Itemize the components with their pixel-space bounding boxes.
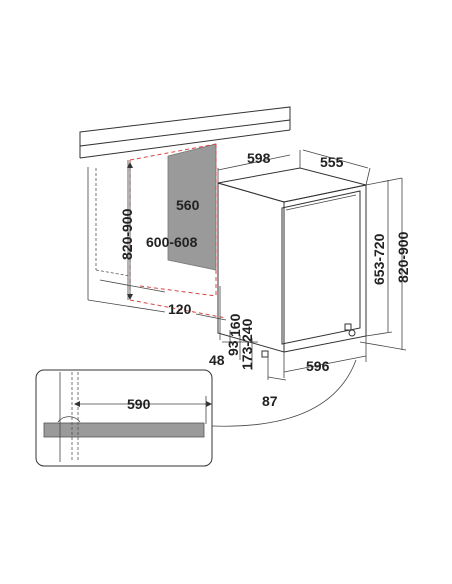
dim-door-height: 653-720	[371, 233, 387, 285]
dim-plinth-range: 173-240	[239, 318, 255, 370]
dim-detail-width: 590	[127, 396, 151, 412]
dim-top-depth: 555	[320, 154, 344, 170]
dim-plinth-48: 48	[209, 352, 225, 368]
dim-plinth-93: 93	[225, 340, 241, 356]
dim-niche-width: 600-608	[146, 234, 198, 250]
adjust-screw	[348, 329, 356, 337]
dishwasher-door	[281, 190, 361, 345]
adjacent-cabinet	[87, 160, 166, 313]
dim-bottom-width: 596	[306, 358, 330, 374]
countertop	[79, 106, 291, 159]
dim-niche-depth: 560	[176, 197, 200, 213]
front-foot	[261, 350, 269, 358]
dim-top-width-lines	[217, 150, 301, 183]
dim-niche-height: 820-900	[119, 208, 135, 260]
dim-left-lines	[127, 162, 133, 300]
dim-bottom-lines	[267, 336, 367, 381]
detail-countertop-strip	[43, 422, 205, 438]
dim-plinth-depth: 120	[168, 301, 192, 317]
dim-right-lines	[359, 177, 407, 351]
detail-callout	[35, 359, 357, 467]
dim-top-depth-lines	[302, 149, 371, 186]
rear-foot	[344, 323, 352, 331]
dim-foot-offset: 87	[262, 393, 278, 409]
dim-top-width: 598	[247, 150, 271, 166]
dim-plinth-160: 160	[227, 313, 243, 337]
dim-total-height: 820-900	[395, 231, 411, 283]
dim-plinth-lines	[195, 286, 258, 370]
